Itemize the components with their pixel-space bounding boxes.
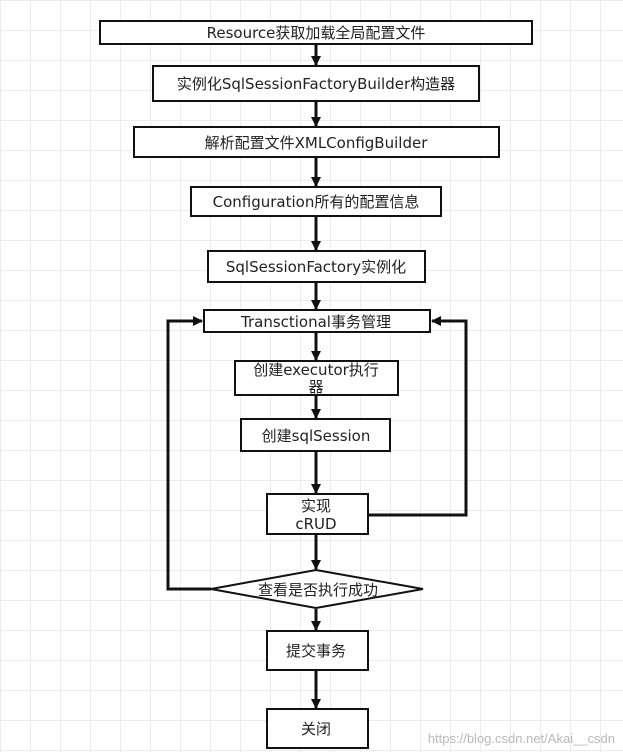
close-node (266, 708, 369, 749)
builder-node (152, 65, 480, 102)
crud-label-line2: cRUD (295, 515, 336, 533)
executor-label-line1: 创建executor执行 (253, 361, 379, 379)
crud-node (266, 493, 369, 535)
configuration-label: Configuration所有的配置信息 (213, 193, 420, 211)
commit-label: 提交事务 (286, 642, 346, 660)
resource-node (99, 20, 533, 45)
executor-node (234, 360, 399, 396)
transaction-node (203, 309, 431, 333)
factory-label: SqlSessionFactory实例化 (226, 258, 406, 276)
parse-node (133, 126, 500, 158)
session-node (240, 418, 391, 452)
watermark: https://blog.csdn.net/Akai__csdn (427, 731, 615, 746)
parse-label: 解析配置文件XMLConfigBuilder (205, 134, 429, 152)
close-label: 关闭 (301, 720, 331, 738)
check-label: 查看是否执行成功 (258, 581, 378, 599)
configuration-node (190, 186, 442, 217)
executor-label-line2: 器 (308, 378, 323, 396)
factory-node (207, 250, 426, 283)
session-label: 创建sqlSession (262, 427, 371, 445)
arrow-check-loop-to-transaction (166, 316, 211, 591)
commit-node (266, 630, 369, 671)
transaction-label: Transctional事务管理 (240, 313, 391, 331)
builder-label: 实例化SqlSessionFactoryBuilder构造器 (177, 75, 455, 93)
arrow-crud-loop-to-transaction (368, 316, 468, 517)
crud-label-line1: 实现 (301, 497, 331, 515)
check-decision-node (210, 568, 424, 610)
resource-label: Resource获取加载全局配置文件 (207, 24, 426, 42)
